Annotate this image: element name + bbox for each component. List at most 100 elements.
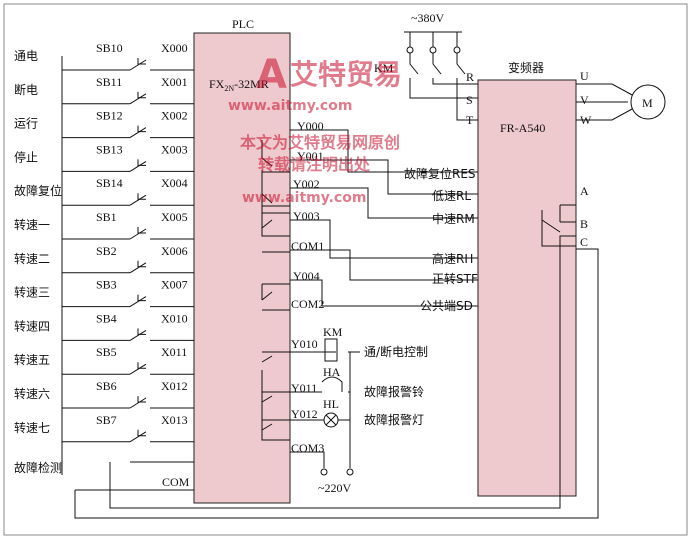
terminal-rm: 中速RM (432, 211, 475, 226)
input-terminal-label: X011 (161, 345, 187, 359)
input-label: 停止 (14, 149, 38, 164)
load-ha-desc: 故障报警铃 (364, 384, 424, 399)
contactor-km: KM (374, 61, 394, 75)
input-switch-actuator (137, 227, 146, 234)
load-hl: HL (323, 397, 339, 411)
input-switch (62, 363, 194, 375)
input-switch-actuator (137, 362, 146, 369)
input-terminal-label: X002 (161, 109, 188, 123)
terminal-rh: 高速RH (432, 251, 473, 266)
input-switch (62, 194, 194, 206)
load-km-desc: 通/断电控制 (364, 344, 428, 359)
motor-label: M (642, 96, 653, 110)
input-switch-actuator (137, 159, 146, 166)
watermark-line-1: 本文为艾特贸易网原创 (240, 133, 400, 152)
input-switch (62, 329, 194, 341)
input-switch (62, 296, 194, 308)
input-switch (62, 93, 194, 105)
input-switch (62, 59, 194, 71)
input-label: 通电 (14, 49, 38, 63)
plc-input-com: COM (162, 475, 190, 489)
terminal-rl: 低速RL (432, 189, 471, 203)
input-label-fault-detect: 故障检测 (14, 460, 62, 475)
ac220-terminal-l (320, 468, 328, 476)
input-switch-actuator (137, 396, 146, 403)
input-switch-label: SB2 (96, 244, 117, 258)
input-switch-actuator (137, 294, 146, 302)
bell-symbol (290, 376, 343, 393)
input-switch-label: SB6 (96, 379, 117, 393)
watermark: A 艾特贸易 www.aitmy.com 本文为艾特贸易网原创 转载请注明出处 … (228, 52, 402, 206)
input-label: 转速一 (14, 217, 50, 232)
input-switch-label: SB3 (96, 278, 117, 292)
inverter-title: 变频器 (508, 60, 544, 75)
input-terminal-label: X005 (161, 210, 188, 224)
watermark-line-2: 转载请注明出处 (258, 155, 371, 174)
output-com2: COM2 (291, 297, 324, 311)
l2-terminal (429, 46, 437, 54)
inverter-box (477, 79, 577, 497)
input-label: 转速四 (14, 318, 50, 333)
load-hl-desc: 故障报警灯 (364, 412, 424, 427)
supply-220v: ~220V (318, 481, 351, 495)
input-terminal-label: X007 (161, 278, 188, 292)
input-switch-actuator (137, 125, 146, 133)
terminal-u: U (580, 69, 589, 83)
input-terminal-label: X001 (161, 75, 188, 89)
output-y012: Y012 (291, 407, 318, 421)
ac220-terminal-n (346, 468, 354, 476)
wire-rh (290, 219, 478, 259)
motor-symbol (630, 84, 666, 120)
contact-y004 (261, 283, 290, 311)
input-label: 转速七 (14, 420, 50, 435)
contact-y000 (261, 140, 290, 237)
input-switch-label: SB12 (96, 109, 123, 123)
wire-rm (290, 187, 478, 219)
terminal-b: B (580, 217, 588, 231)
wire-sd (290, 279, 478, 307)
wire-stf (290, 249, 478, 281)
terminal-a: A (580, 184, 589, 198)
plc-title: PLC (232, 17, 254, 31)
load-km: KM (323, 325, 343, 339)
km-coil (324, 338, 338, 362)
input-switch-actuator (137, 429, 146, 437)
input-switch-label: SB13 (96, 142, 123, 156)
watermark-url-2: www.aitmy.com (242, 190, 366, 206)
output-com1: COM1 (291, 239, 324, 253)
input-label: 运行 (14, 117, 38, 131)
input-label: 转速二 (14, 251, 50, 266)
output-y002: Y002 (293, 177, 320, 191)
input-switch-label: SB1 (96, 210, 117, 224)
supply-380v: ~380V (411, 11, 444, 25)
output-y004: Y004 (293, 269, 320, 283)
terminal-c: C (580, 235, 588, 249)
inverter-model: FR-A540 (500, 121, 545, 135)
supply-bus (404, 31, 462, 47)
plc-box (193, 32, 291, 504)
contact-y011-y012 (261, 391, 290, 431)
output-y003: Y003 (293, 209, 320, 223)
ac220-wires (290, 420, 351, 468)
contact-y003 (261, 212, 290, 229)
l1-terminal (406, 46, 414, 54)
output-com3: COM3 (291, 441, 324, 455)
contact-y010 (261, 351, 290, 441)
input-switch-actuator (137, 58, 146, 65)
terminal-t: T (466, 113, 474, 127)
input-label: 转速五 (14, 352, 50, 367)
input-terminal-label: X010 (161, 311, 188, 325)
input-switch (62, 431, 194, 443)
contact-y001 (261, 171, 290, 207)
input-switch-label: SB10 (96, 41, 123, 55)
load-return-bus (338, 352, 351, 421)
power-to-inverter (409, 78, 478, 121)
terminal-s: S (466, 93, 473, 107)
outer-frame (3, 3, 688, 536)
terminal-sd: 公共端SD (420, 299, 473, 313)
input-switch-actuator (137, 91, 146, 99)
plc-model: FX2N-32MR (209, 77, 269, 93)
input-switch (62, 262, 194, 274)
